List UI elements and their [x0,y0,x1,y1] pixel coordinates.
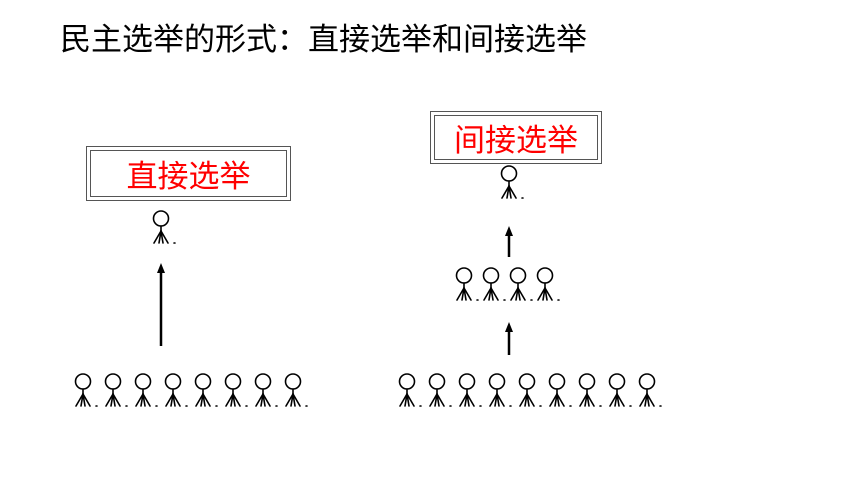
indirect-voters-row [398,373,662,407]
person-figure [536,267,560,301]
indirect-election-label: 间接选举 [454,123,578,159]
direct-voters-row [74,373,308,407]
indirect-upper-arrow [505,226,513,257]
page-title: 民主选举的形式：直接选举和间接选举 [60,22,587,58]
direct-election-label-box: 直接选举 [86,146,291,201]
person-figure [578,373,602,407]
indirect-top-representative-row [500,165,524,199]
person-figure [509,267,533,301]
person-figure [284,373,308,407]
person-figure [152,210,176,244]
person-figure [398,373,422,407]
person-figure [194,373,218,407]
person-figure [458,373,482,407]
person-figure [455,267,479,301]
direct-election-diagram [74,210,308,407]
person-figure [224,373,248,407]
indirect-election-label-box: 间接选举 [430,111,602,164]
direct-election-label: 直接选举 [126,159,251,195]
person-figure [134,373,158,407]
person-figure [500,165,524,199]
person-figure [488,373,512,407]
indirect-election-diagram [398,165,662,407]
person-figure [74,373,98,407]
indirect-lower-arrow [505,322,513,355]
person-figure [548,373,572,407]
person-figure [254,373,278,407]
person-figure [104,373,128,407]
direct-representative-row [152,210,176,244]
person-figure [428,373,452,407]
direct-upward-arrow [157,263,165,346]
person-figure [638,373,662,407]
person-figure [608,373,632,407]
indirect-representatives-row [455,267,560,301]
person-figure [164,373,188,407]
person-figure [518,373,542,407]
person-figure [482,267,506,301]
